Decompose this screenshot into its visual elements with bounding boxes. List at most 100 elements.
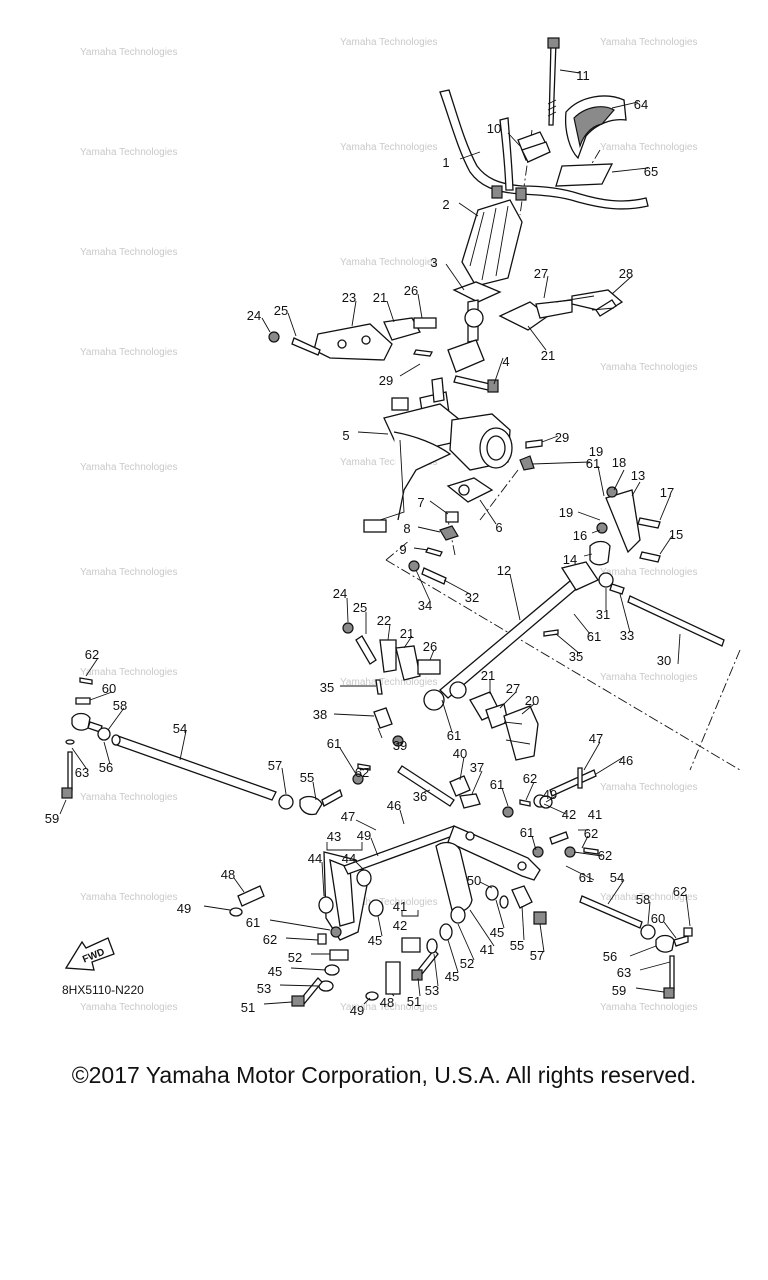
callout-number: 47 — [589, 731, 603, 746]
cover-label — [555, 163, 614, 187]
callout-number: 58 — [113, 698, 127, 713]
watermark: Yamaha Technologies — [600, 1002, 697, 1013]
clamp-bolt — [547, 37, 560, 126]
callout-number: 33 — [620, 628, 634, 643]
callout-number: 41 — [588, 807, 602, 822]
callout-number: 18 — [612, 455, 626, 470]
callout-number: 61 — [586, 456, 600, 471]
callout-number: 56 — [99, 760, 113, 775]
callout-number: 63 — [75, 765, 89, 780]
watermark: Yamaha Technologies — [340, 142, 437, 153]
tie-rod-right — [598, 572, 725, 647]
callout-number: 3 — [430, 255, 437, 270]
callout-number: 62 — [673, 884, 687, 899]
callout-number: 21 — [373, 290, 387, 305]
callout-number: 43 — [327, 829, 341, 844]
callout-number: 2 — [442, 197, 449, 212]
callout-number: 48 — [221, 867, 235, 882]
callout-number: 28 — [619, 266, 633, 281]
callout-number: 12 — [497, 563, 511, 578]
callout-number: 61 — [520, 825, 534, 840]
watermark: Yamaha Technologies — [600, 782, 697, 793]
fwd-arrow-icon: FWD — [64, 937, 115, 971]
watermark: Yamaha Technologies — [340, 37, 437, 48]
watermark: Yamaha Technologies — [340, 897, 437, 908]
callout-number: 62 — [263, 932, 277, 947]
leader-lines — [59, 69, 691, 1005]
callout-number: 27 — [506, 681, 520, 696]
watermark: Yamaha Technologies — [600, 142, 697, 153]
watermark: Yamaha Technologies — [340, 457, 437, 468]
callout-number: 23 — [342, 290, 356, 305]
callout-number: 45 — [490, 925, 504, 940]
handlebar-pad — [461, 199, 523, 287]
callout-number: 59 — [612, 983, 626, 998]
callout-number: 60 — [102, 681, 116, 696]
diagram-code: 8HX5110-N220 — [62, 983, 144, 997]
callout-number: 62 — [355, 765, 369, 780]
callout-number: 51 — [241, 1000, 255, 1015]
callout-number: 45 — [445, 969, 459, 984]
callout-number: 48 — [380, 995, 394, 1010]
callout-number: 49 — [177, 901, 191, 916]
callout-number: 29 — [555, 430, 569, 445]
callout-number: 6 — [495, 520, 502, 535]
steering-bracket-left — [268, 317, 437, 361]
callout-number: 14 — [563, 552, 577, 567]
callout-number: 61 — [587, 629, 601, 644]
handlebar-clamp — [517, 131, 551, 163]
callout-number: 19 — [559, 505, 573, 520]
callout-number: 57 — [268, 758, 282, 773]
callout-number: 46 — [619, 753, 633, 768]
callout-number: 60 — [651, 911, 665, 926]
callout-number: 1 — [442, 155, 449, 170]
callout-number: 62 — [598, 848, 612, 863]
callout-number: 61 — [579, 870, 593, 885]
handlebar-cover — [564, 95, 627, 160]
callout-number: 55 — [510, 938, 524, 953]
callout-number: 55 — [300, 770, 314, 785]
callout-number: 13 — [631, 468, 645, 483]
callout-number: 54 — [610, 870, 624, 885]
callout-number: 29 — [379, 373, 393, 388]
callout-number: 49 — [357, 828, 371, 843]
callout-number: 26 — [423, 639, 437, 654]
watermark: Yamaha Technologies — [600, 37, 697, 48]
watermark: Yamaha Technologies — [80, 147, 177, 158]
center-linkage — [352, 735, 547, 818]
mid-bracket-right — [469, 691, 539, 761]
reference-lines — [385, 129, 741, 771]
callout-number: 39 — [393, 738, 407, 753]
copyright-notice: ©2017 Yamaha Motor Corporation, U.S.A. A… — [71, 1062, 697, 1088]
steering-mount — [425, 477, 494, 557]
callout-number: 38 — [313, 707, 327, 722]
watermark: Yamaha Technologies — [80, 462, 177, 473]
callout-number: 25 — [353, 600, 367, 615]
callout-number: 10 — [487, 121, 501, 136]
callout-number: 24 — [247, 308, 261, 323]
callout-number: 62 — [584, 826, 598, 841]
callout-number: 15 — [669, 527, 683, 542]
watermark: Yamaha Technologies — [340, 1002, 437, 1013]
mid-pin-bolt — [373, 679, 393, 739]
callout-number: 32 — [465, 590, 479, 605]
watermark: Yamaha Technologies — [80, 47, 177, 58]
callout-number: 19 — [589, 444, 603, 459]
callout-number: 61 — [447, 728, 461, 743]
callout-number: 9 — [399, 542, 406, 557]
callout-number: 30 — [657, 653, 671, 668]
callout-number: 58 — [636, 892, 650, 907]
callout-number: 35 — [320, 680, 334, 695]
callout-number: 62 — [85, 647, 99, 662]
callout-number: 49 — [350, 1003, 364, 1018]
watermark: Yamaha Technologies — [600, 892, 697, 903]
watermark: Yamaha Technologies — [600, 672, 697, 683]
parts-diagram: Yamaha Technologies Yamaha Technologies … — [45, 37, 741, 1018]
watermark: Yamaha Technologies — [80, 347, 177, 358]
callout-number: 35 — [569, 649, 583, 664]
watermark: Yamaha Technologies — [80, 247, 177, 258]
callout-number: 34 — [418, 598, 432, 613]
callout-number: 61 — [490, 777, 504, 792]
callout-number: 52 — [460, 956, 474, 971]
